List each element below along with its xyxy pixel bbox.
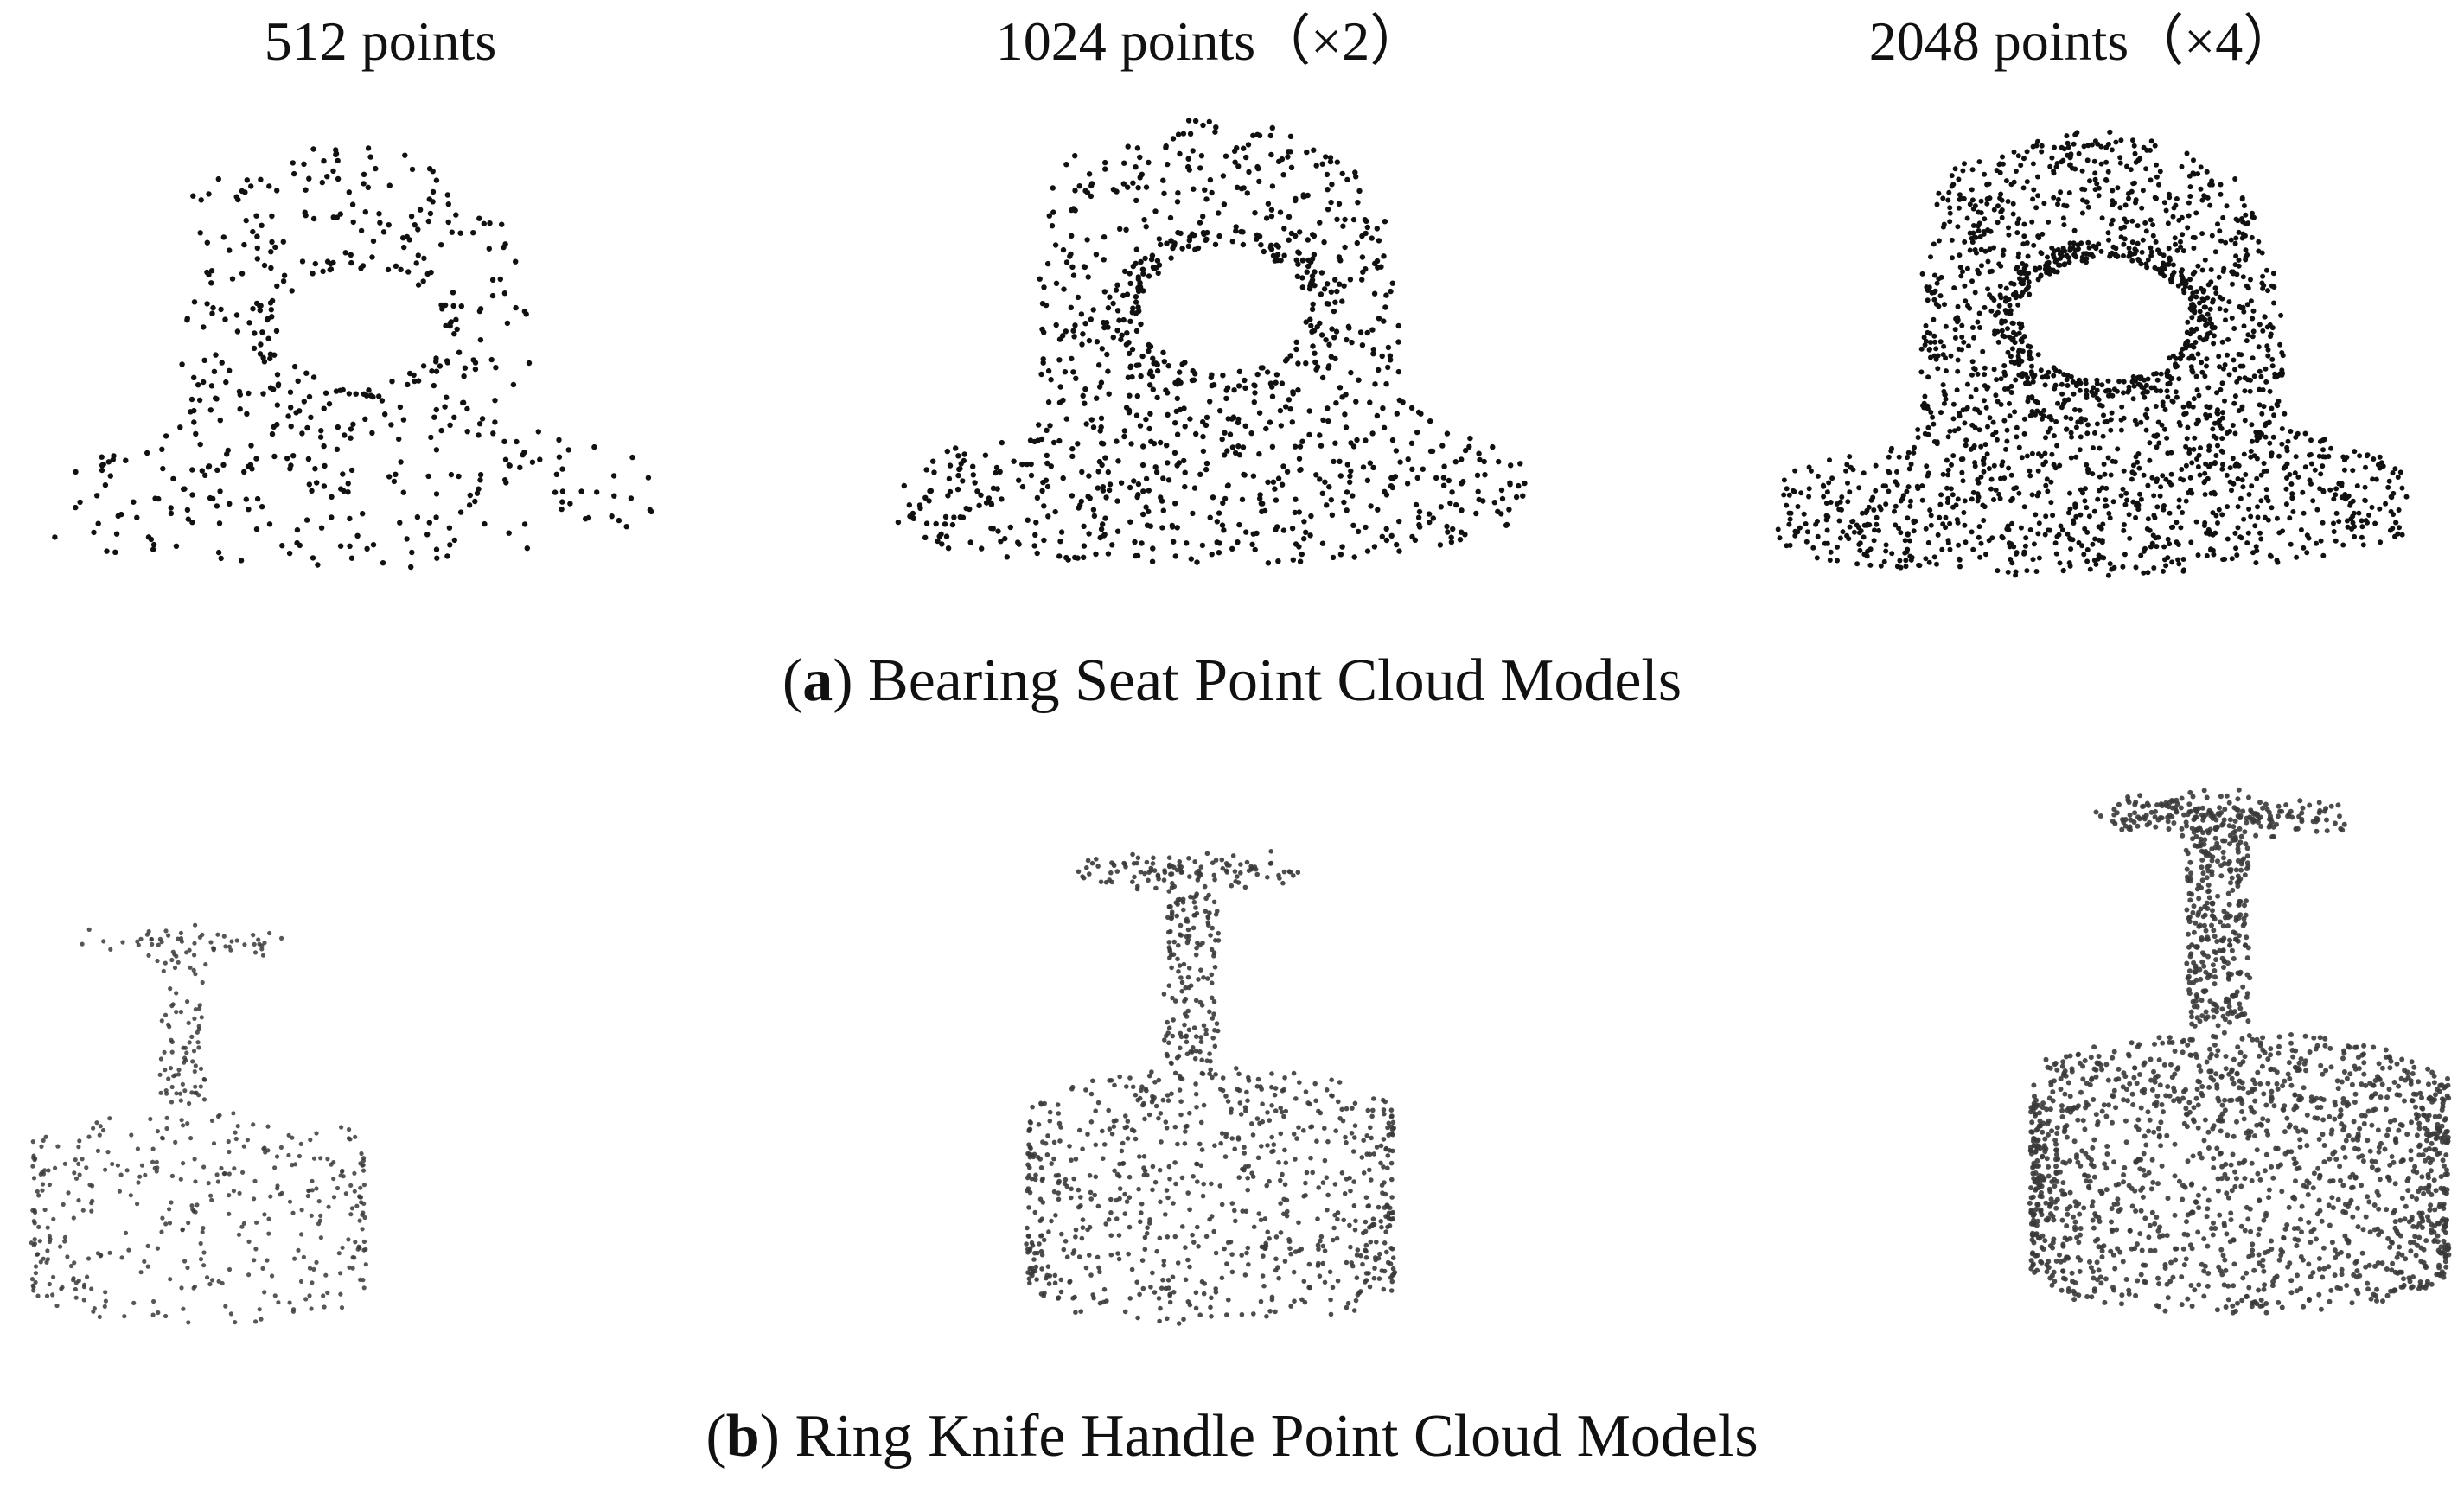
caption-a-open: ( (782, 647, 803, 714)
column-label-2048: 2048 points（×4） (1868, 10, 2299, 72)
caption-b-text: Ring Knife Handle Point Cloud Models (779, 1403, 1759, 1470)
bearing-seat-512-cloud (17, 130, 674, 579)
caption-a-text: Bearing Seat Point Cloud Models (852, 647, 1682, 714)
bearing-seat-2048-cloud (1755, 117, 2429, 588)
bearing-seat-1024-cloud (873, 104, 1548, 579)
caption-a: (a) Bearing Seat Point Cloud Models (0, 647, 2464, 716)
caption-b-tag: b (725, 1403, 760, 1470)
ring-knife-512-svg (29, 922, 368, 1325)
caption-a-tag: a (802, 647, 833, 714)
ring-knife-1024-svg (1024, 849, 1398, 1326)
bearing-seat-2048-svg (1775, 129, 2410, 578)
column-label-1024: 1024 points（×2） (995, 10, 1426, 72)
column-label-512: 512 points (264, 10, 497, 72)
bearing-seat-512-svg (52, 145, 654, 571)
ring-knife-1024-cloud (1012, 821, 1409, 1349)
caption-a-close: ) (833, 647, 853, 714)
caption-b: (b) Ring Knife Handle Point Cloud Models (0, 1402, 2464, 1471)
ring-knife-2048-svg (2027, 787, 2452, 1316)
bearing-seat-1024-svg (895, 118, 1528, 566)
caption-b-open: ( (705, 1403, 726, 1470)
ring-knife-2048-cloud (2014, 761, 2464, 1340)
ring-knife-512-cloud (17, 899, 380, 1349)
caption-b-close: ) (759, 1403, 780, 1470)
